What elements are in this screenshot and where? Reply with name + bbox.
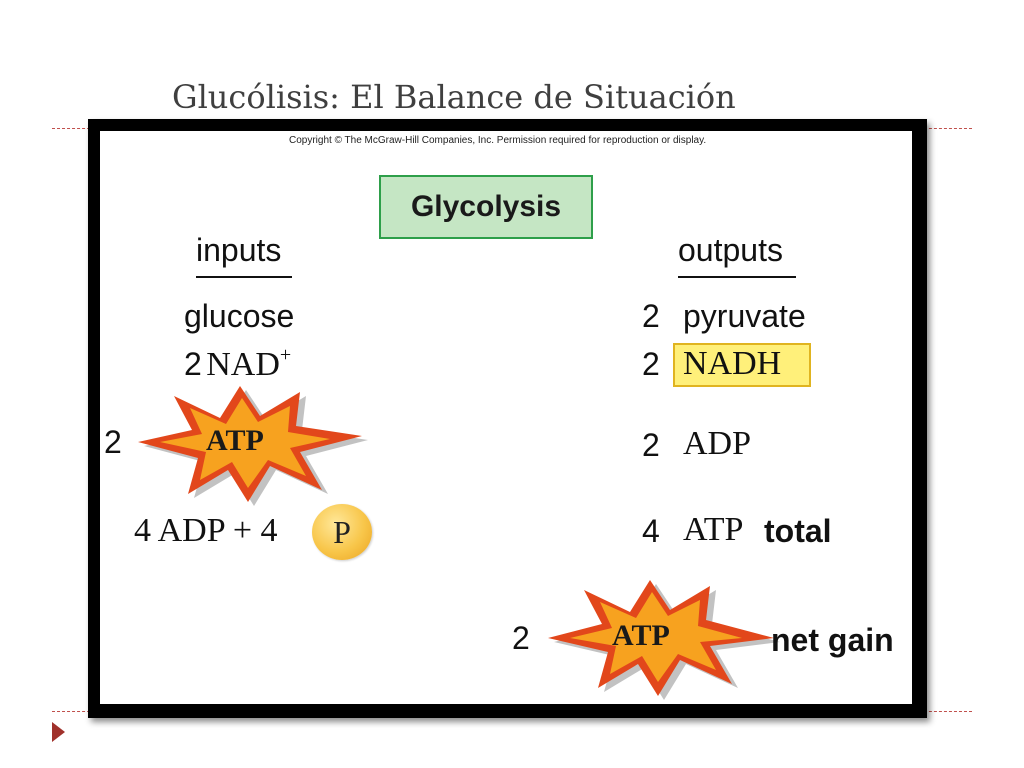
input-nad: 2 NAD+	[184, 344, 291, 384]
output-atp-total-count: 4	[642, 513, 660, 549]
slide-title: Glucólisis: El Balance de Situación	[172, 78, 736, 116]
nad-label: NAD	[206, 346, 280, 383]
input-atp-label: ATP	[206, 424, 264, 457]
output-adp: ADP	[683, 425, 752, 462]
atp-burst-net-icon	[548, 580, 780, 700]
inputs-underline	[196, 276, 292, 278]
output-nadh-count: 2	[642, 346, 660, 382]
nad-superscript: +	[279, 344, 292, 366]
triangle-bullet-icon	[52, 722, 65, 742]
net-gain-count: 2	[512, 620, 530, 656]
input-glucose: glucose	[184, 298, 295, 334]
outputs-heading: outputs	[678, 232, 783, 268]
nadh-highlight	[673, 343, 811, 387]
input-adp-phosphate: 4 ADP + 4	[134, 512, 278, 550]
output-atp-total-word: total	[764, 513, 832, 549]
output-nadh: NADH	[683, 345, 782, 382]
input-adp-text: 4 ADP + 4	[134, 512, 278, 549]
inputs-heading: inputs	[196, 232, 282, 268]
outputs-underline	[678, 276, 796, 278]
phosphate-circle-icon: P	[312, 504, 372, 560]
output-pyruvate: pyruvate	[683, 298, 806, 334]
copyright-note: Copyright © The McGraw-Hill Companies, I…	[289, 135, 707, 146]
net-gain-label: net gain	[771, 622, 894, 658]
output-atp-total-label: ATP	[683, 511, 744, 548]
glycolysis-heading: Glycolysis	[410, 190, 562, 223]
glycolysis-heading-box: Glycolysis	[379, 175, 593, 239]
phosphate-label: P	[333, 513, 351, 550]
nad-count: 2	[184, 346, 202, 382]
input-atp-count: 2	[104, 424, 122, 460]
atp-burst-input-icon	[138, 386, 368, 506]
output-pyruvate-count: 2	[642, 298, 660, 334]
output-adp-count: 2	[642, 427, 660, 463]
net-atp-label: ATP	[612, 619, 670, 652]
